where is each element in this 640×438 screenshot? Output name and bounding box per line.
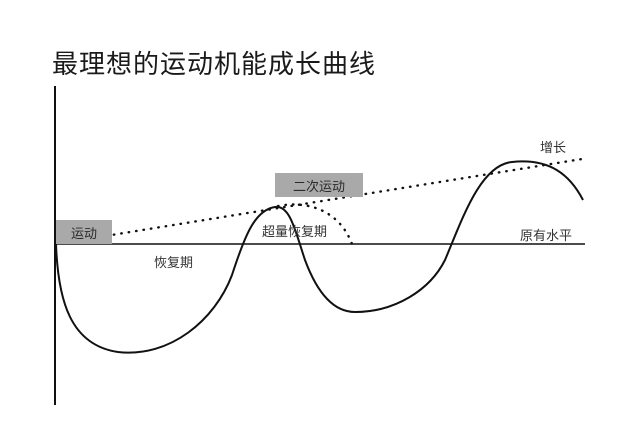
recovery-label: 恢复期 xyxy=(154,256,194,271)
supercompensation-label: 超量恢复期 xyxy=(262,225,328,240)
exercise-tag: 运动 xyxy=(56,220,112,244)
performance-curve xyxy=(55,160,584,354)
second-exercise-label: 二次运动 xyxy=(292,179,345,195)
diagram-title: 最理想的运动机能成长曲线 xyxy=(52,50,377,80)
second-exercise-tag: 二次运动 xyxy=(275,173,363,197)
growth-label: 增长 xyxy=(540,141,567,156)
exercise-label: 运动 xyxy=(70,226,97,242)
trend-dotted-line xyxy=(60,157,584,245)
detraining-dotted-arc xyxy=(276,203,354,246)
baseline-label: 原有水平 xyxy=(520,229,573,244)
